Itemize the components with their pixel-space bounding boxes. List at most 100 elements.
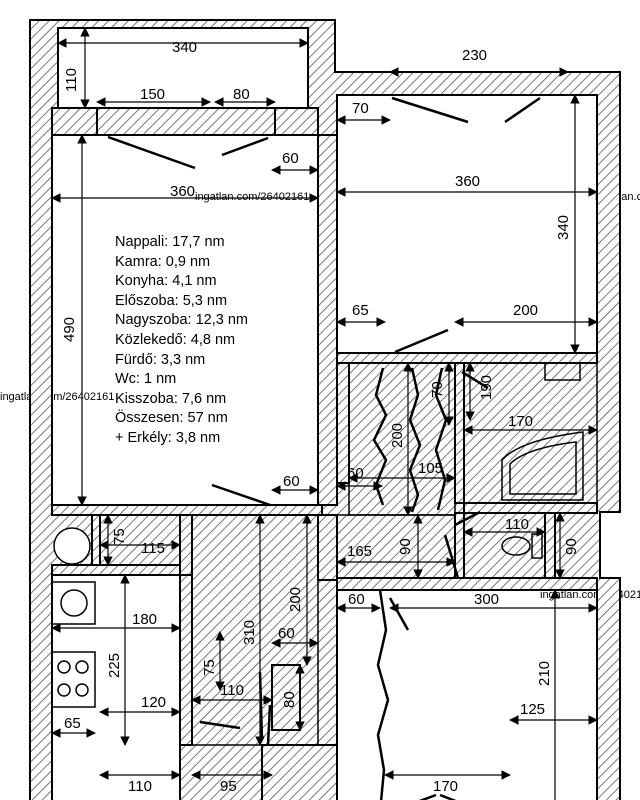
boiler-icon [53,527,91,565]
dim-smallroom-width: 300 [474,591,499,608]
door-leaf [107,135,196,170]
bath-shelf [544,362,581,381]
door-leaf [266,704,272,746]
door-leaf [376,589,390,800]
dim-kitchen-height: 225 [106,653,123,678]
wall-hall-left [317,514,338,581]
dim-smallroom-bottom: 125 [520,701,545,718]
dim-bath-height: 190 [478,375,495,400]
dimension-lines [51,27,598,800]
door-leaf [418,793,437,800]
legend-item: Fürdő: 3,3 nm [115,351,206,368]
dim-wc-width: 110 [505,516,529,533]
dim-bigroom-offset: 70 [352,100,369,117]
dim-corridor-door: 60 [347,465,364,482]
wall-entry-bottom [261,744,338,800]
dim-bigroom-door-offset: 65 [352,302,369,319]
dim-living-width: 360 [170,183,195,200]
dim-bath-width: 170 [508,413,533,430]
dim-kitchen-bottom: 120 [141,694,166,711]
dim-bigroom-window: 230 [462,47,487,64]
legend-item: Nagyszoba: 12,3 nm [115,312,248,329]
door-leaf [388,597,410,631]
legend-item: Nappali: 17,7 nm [115,234,225,250]
dim-pantry-depth: 75 [111,528,128,545]
burner-3-icon [57,683,71,697]
dim-kitchen-nook: 65 [64,715,81,732]
dim-bigroom-height: 340 [555,215,572,240]
burner-4-icon [75,683,89,697]
door-leaf [454,510,481,527]
legend-item: Konyha: 4,1 nm [115,273,217,290]
walls [29,19,621,800]
wall-pantry-right [179,514,193,576]
door-leaf [394,328,449,354]
balcony-wall-left [51,107,98,136]
dimension-labels: 340 110 150 80 60 360 490 60 230 70 360 … [61,39,580,795]
dim-balcony-width: 340 [172,39,197,56]
door-leaf [408,367,422,513]
dim-hall-depth: 90 [397,538,414,555]
door-leaf [434,367,448,511]
legend-item: Előszoba: 5,3 nm [115,292,228,309]
balcony-wall-right [274,107,319,136]
dim-entry-height: 310 [241,620,258,645]
wall-wc-right [544,512,556,581]
door-leaf [199,720,241,730]
legend-item: Összesen: 57 nm [115,410,228,427]
dim-entry-closet: 80 [281,691,298,708]
dim-smallroom-door: 60 [348,591,365,608]
wc [463,512,546,579]
dim-living-door-bottom: 60 [283,473,300,490]
dim-living-height: 490 [61,317,78,342]
dim-bigroom-bottom: 200 [513,302,538,319]
dim-entry-door: 60 [278,625,295,642]
door-leaf [211,483,271,507]
dim-entry-bottom: 110 [220,682,244,699]
wall-smallroom-top [336,577,598,591]
toilet-icon [501,536,531,556]
dim-outer-bottom-mid: 95 [220,778,237,795]
dim-wc-depth: 90 [563,538,580,555]
dim-corridor-notch: 70 [429,381,446,398]
dim-bigroom-width: 360 [455,173,480,190]
wall-kitchen-right [179,574,193,746]
dim-corridor-width: 105 [418,460,443,477]
burner-1-icon [57,660,71,674]
dim-entry-side: 200 [287,587,304,612]
dim-hall-width: 165 [347,543,372,560]
dim-entry-niche: 75 [201,659,218,676]
watermark-1: ingatlan.com/26402161 [195,191,309,203]
dim-kitchen-width: 180 [132,611,157,628]
dim-outer-bottom-right: 170 [433,778,458,795]
wall-living-bigroom [317,134,338,506]
dim-smallroom-height: 210 [536,661,553,686]
legend-item: Közlekedő: 4,8 nm [115,331,236,348]
door-leaf [391,96,469,124]
dim-balcony-depth: 110 [63,68,80,92]
door-leaf [443,534,460,579]
wall-bath-left [454,362,465,504]
legend-item: + Erkély: 3,8 nm [115,429,221,446]
dim-outer-bottom-left: 110 [128,778,152,795]
legend-item: Wc: 1 nm [115,371,177,388]
corridor [348,362,456,516]
pantry [99,514,181,566]
sink-counter [51,581,96,625]
dim-corridor-height: 200 [389,423,406,448]
dim-window-left: 150 [140,86,165,103]
wall-bigroom-bottom [336,352,598,364]
door-leaf [439,793,457,800]
area-legend: Nappali: 17,7 nm Kamra: 0,9 nm Konyha: 4… [115,233,315,449]
watermark-3: ingatlan.com/26402161 [0,391,114,403]
door-leaf [221,136,269,157]
sink-icon [60,589,88,617]
entry-hall [191,514,319,746]
legend-item: Kisszoba: 7,6 nm [115,390,227,407]
wall-kitchen-top [51,564,181,576]
door-leaf [504,96,541,124]
stove-icon [51,651,96,708]
burner-2-icon [75,660,89,674]
wall-bath-bottom [463,502,598,514]
